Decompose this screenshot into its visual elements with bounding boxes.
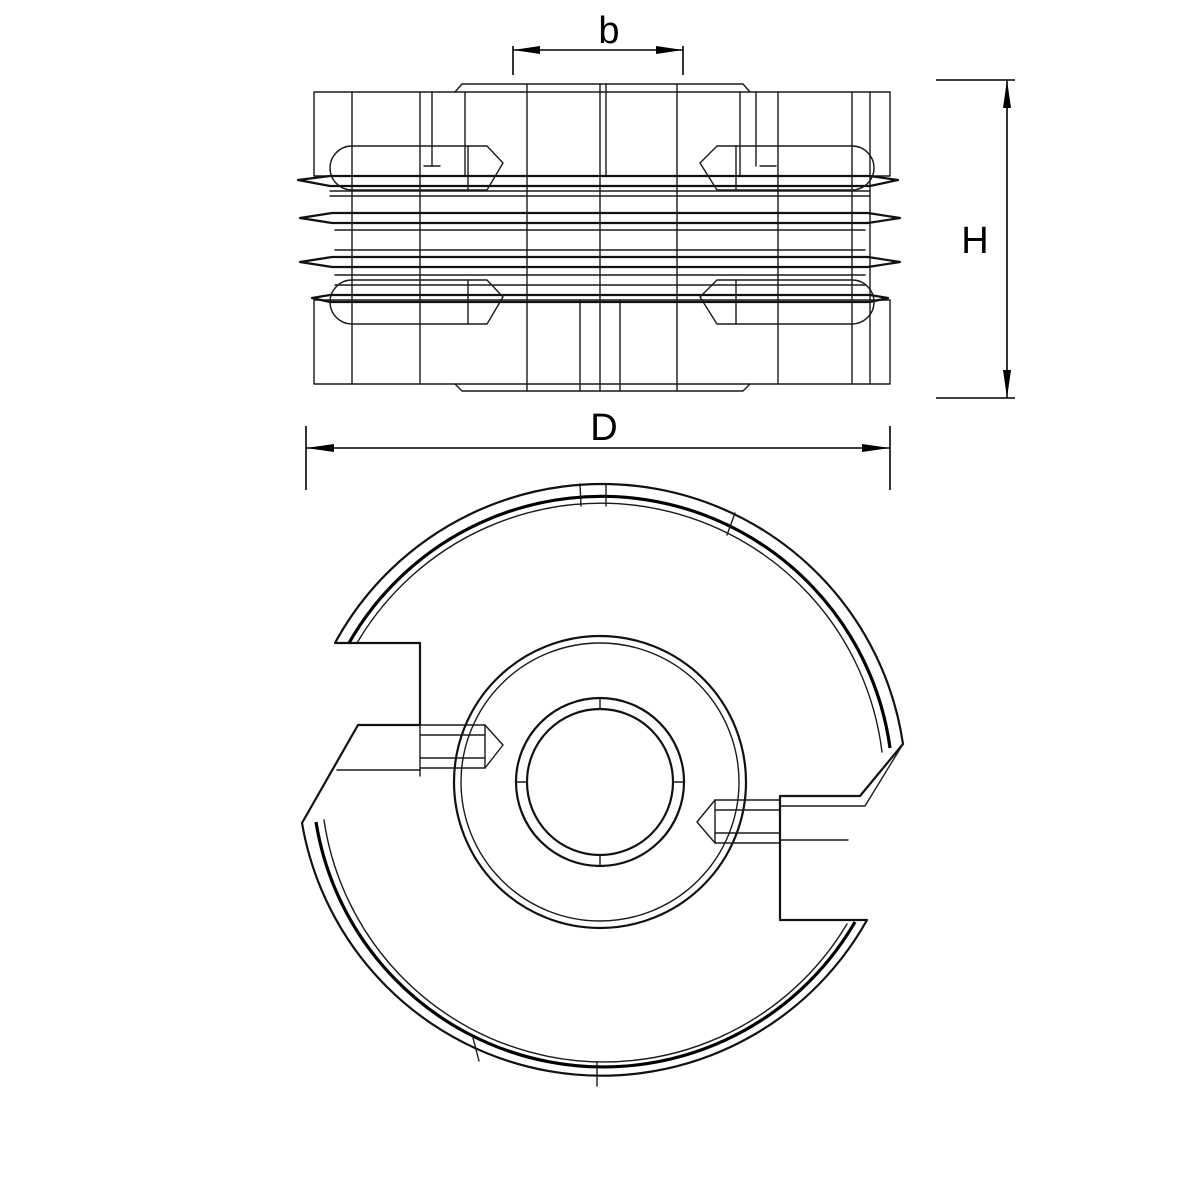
side-view-blades: [296, 174, 902, 304]
side-view-screws-right: [699, 145, 875, 325]
top-view: [300, 482, 905, 1087]
top-view-screw-left: [419, 724, 504, 769]
hub-top-edge: [454, 83, 751, 93]
cutter-outer-contour: [300, 482, 905, 1077]
hub-bottom-edge: [454, 383, 751, 392]
bore: [525, 707, 675, 857]
bore-outer-ring: [514, 696, 686, 868]
side-view-screws-left: [329, 145, 504, 325]
dimension-b-label: b: [598, 10, 619, 52]
dimension-d-label: D: [590, 407, 617, 449]
cutter-rim-lower: [314, 821, 857, 1069]
cutter-rim-upper: [347, 494, 892, 749]
side-view-vertical-lines: [351, 83, 871, 392]
dimension-d: D: [305, 407, 891, 490]
side-view: [296, 83, 902, 392]
rim-seams: [472, 483, 736, 1087]
bottom-body-block: [313, 299, 891, 385]
top-body-block: [313, 91, 891, 177]
hub-outer-ring: [452, 634, 748, 930]
dimension-b: b: [512, 10, 684, 75]
dimension-h-label: H: [961, 220, 988, 262]
dimension-h: H: [936, 79, 1015, 399]
top-view-screw-right: [696, 799, 781, 844]
